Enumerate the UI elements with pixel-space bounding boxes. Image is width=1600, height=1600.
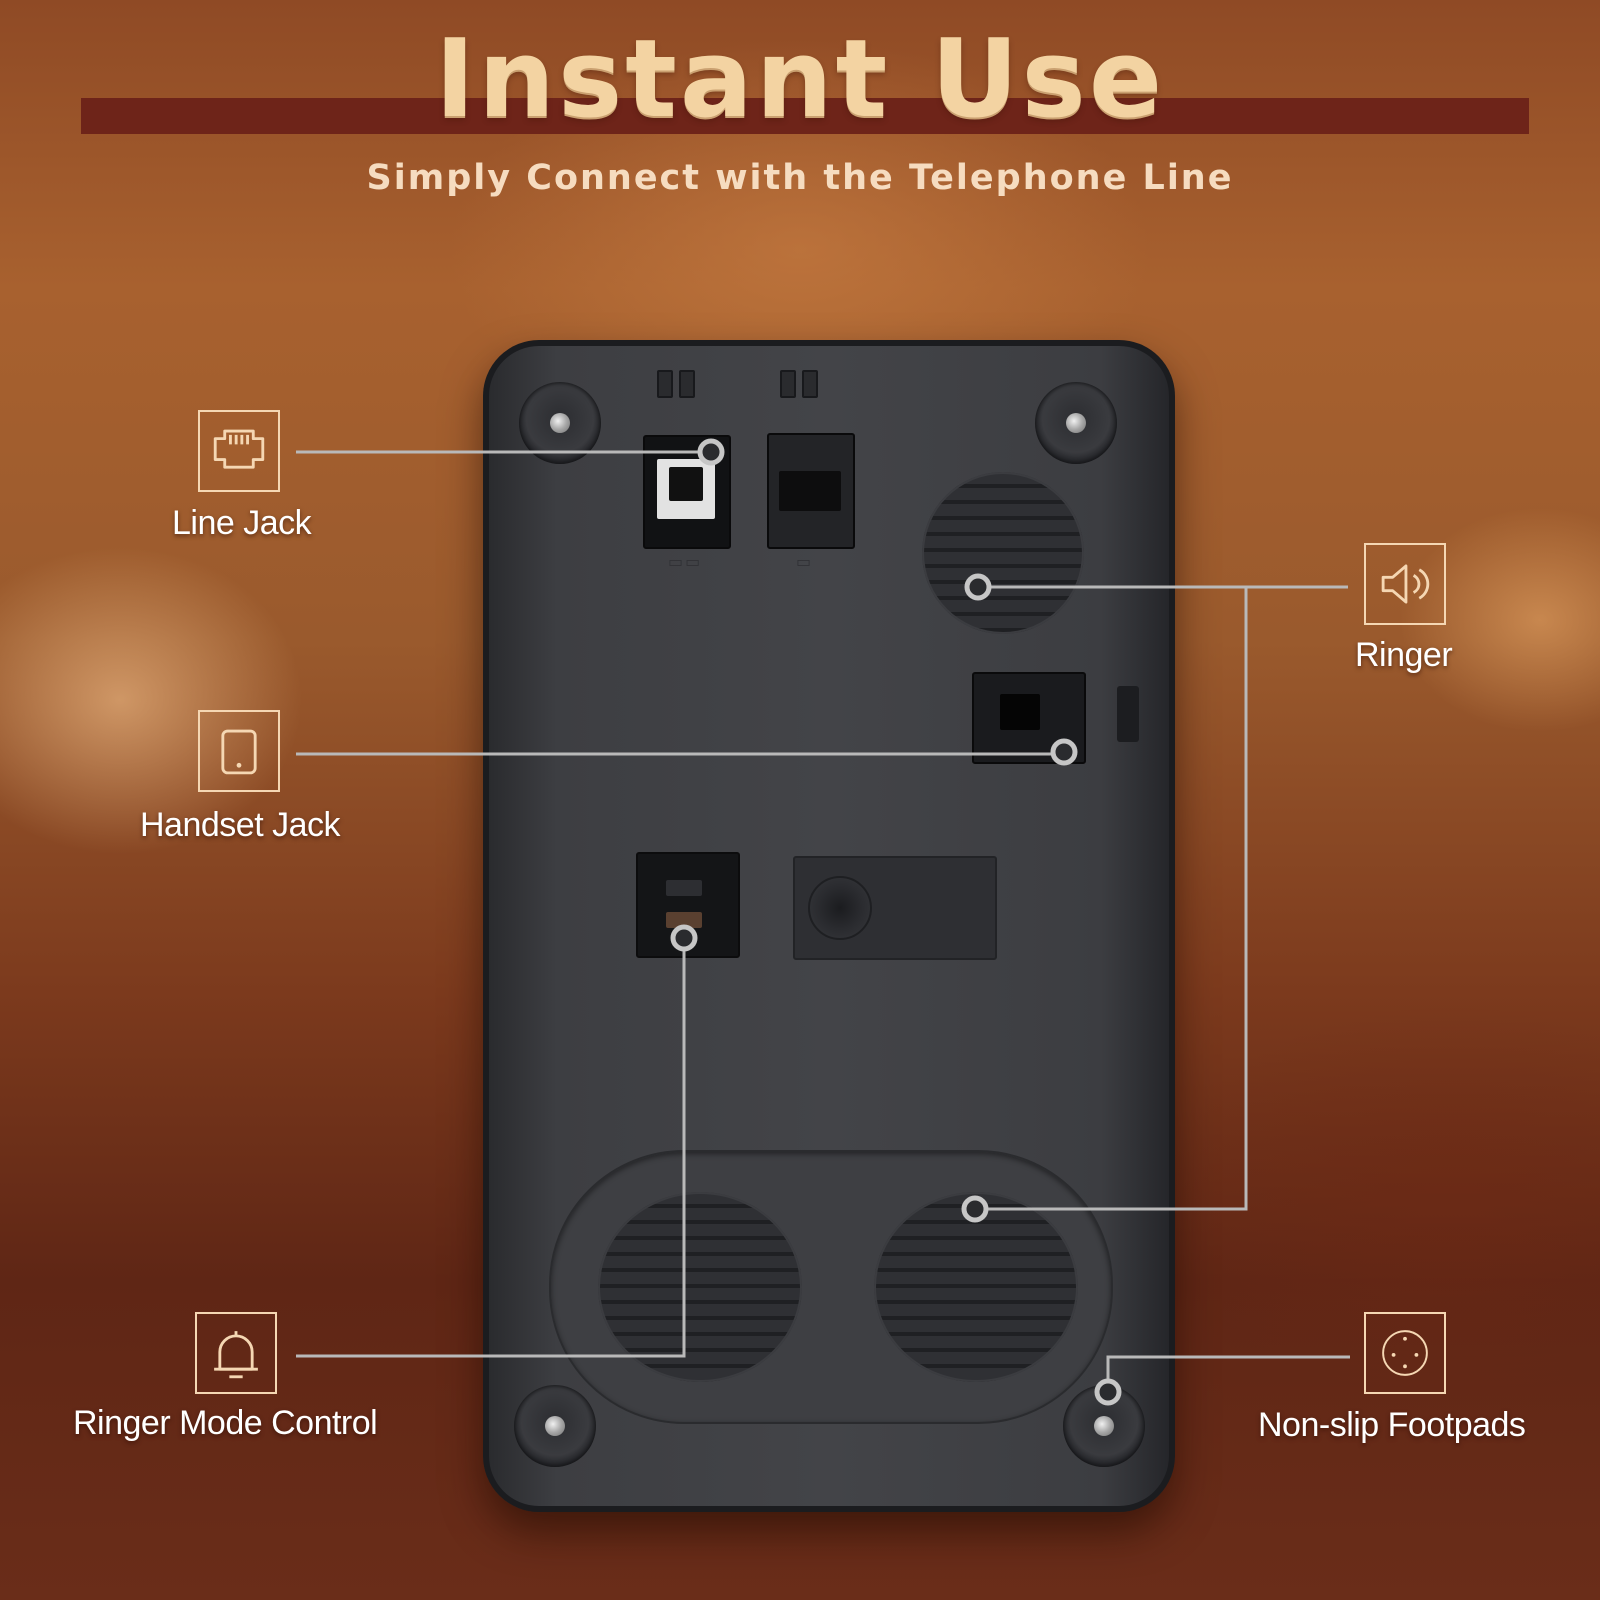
bell-icon xyxy=(195,1312,277,1394)
ext-jack-marking: ▭ xyxy=(796,552,814,571)
speaker-grille-left xyxy=(598,1192,802,1382)
side-switch xyxy=(1117,686,1139,742)
ext-jack-port xyxy=(767,433,855,549)
page-subtitle: Simply Connect with the Telephone Line xyxy=(366,158,1234,198)
title-band xyxy=(81,98,1529,134)
mount-clips-right xyxy=(780,370,818,398)
footpad-bottom-left xyxy=(514,1385,596,1467)
tablet-icon xyxy=(198,710,280,792)
speaker-icon xyxy=(1364,543,1446,625)
ringer-mode-switch xyxy=(636,852,740,958)
wall-mount-hole xyxy=(808,876,872,940)
footpads-label: Non-slip Footpads xyxy=(1258,1406,1526,1444)
line-jack-marking: ▭▭ xyxy=(668,552,703,571)
mount-clips-left xyxy=(657,370,695,398)
line-jack-port xyxy=(643,435,731,549)
ringer-mode-label: Ringer Mode Control xyxy=(73,1404,378,1442)
line-jack-label: Line Jack xyxy=(172,504,312,542)
ethernet-port-icon xyxy=(198,410,280,492)
ringer-label: Ringer xyxy=(1355,636,1453,674)
handset-jack-port xyxy=(972,672,1086,764)
footpad-top-left xyxy=(519,382,601,464)
speaker-grille-right xyxy=(874,1192,1078,1382)
page-title: Instant Use xyxy=(434,17,1166,142)
ringer-grille xyxy=(922,472,1084,634)
handset-jack-label: Handset Jack xyxy=(140,806,341,844)
footpad-icon xyxy=(1364,1312,1446,1394)
footpad-top-right xyxy=(1035,382,1117,464)
